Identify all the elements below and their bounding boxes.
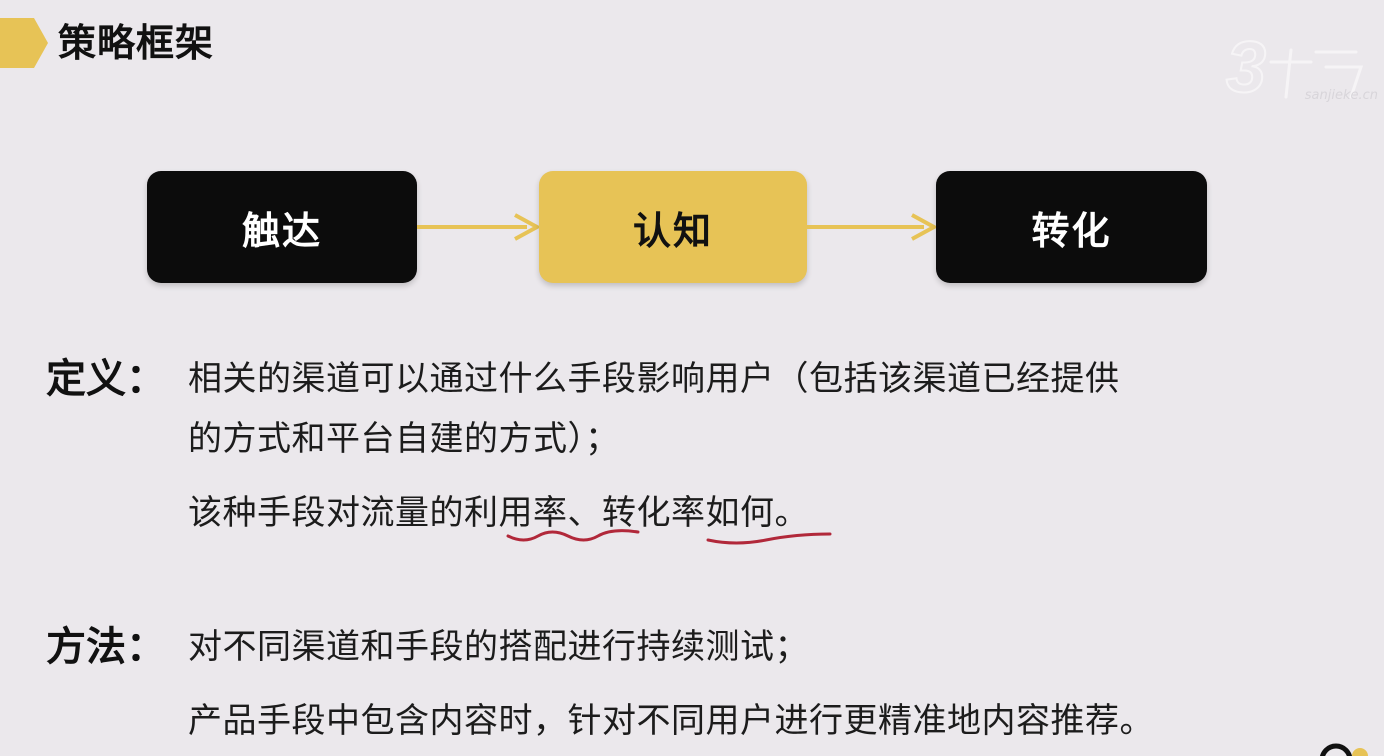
handwritten-underline: [706, 532, 832, 545]
corner-logo-icon: [1319, 743, 1368, 756]
arrow-right-icon: [417, 213, 540, 241]
method-label: 方法：: [46, 624, 166, 670]
flow-step-awareness: 认知: [539, 171, 807, 283]
flow-step-conversion: 转化: [936, 171, 1207, 283]
sanjieke-logo-icon: 3: [1225, 27, 1364, 109]
method-line: 对不同渠道和手段的搭配进行持续测试；: [188, 627, 809, 667]
definition-line: 的方式和平台自建的方式）；: [188, 419, 620, 459]
svg-text:3: 3: [1226, 28, 1266, 108]
definition-label: 定义：: [46, 356, 166, 402]
page-title: 策略框架: [58, 21, 215, 65]
definition-line: 该种手段对流量的利用率、转化率如何。: [188, 493, 809, 533]
definition-line: 相关的渠道可以通过什么手段影响用户（包括该渠道已经提供: [188, 359, 1120, 399]
handwritten-underline: [506, 529, 640, 542]
flow-step-reach: 触达: [147, 171, 417, 283]
method-line: 产品手段中包含内容时，针对不同用户进行更精准地内容推荐。: [188, 701, 1154, 741]
watermark-text: sanjieke.cn: [1304, 88, 1378, 103]
arrow-right-icon: [807, 213, 937, 241]
title-flag-icon: [0, 18, 48, 68]
